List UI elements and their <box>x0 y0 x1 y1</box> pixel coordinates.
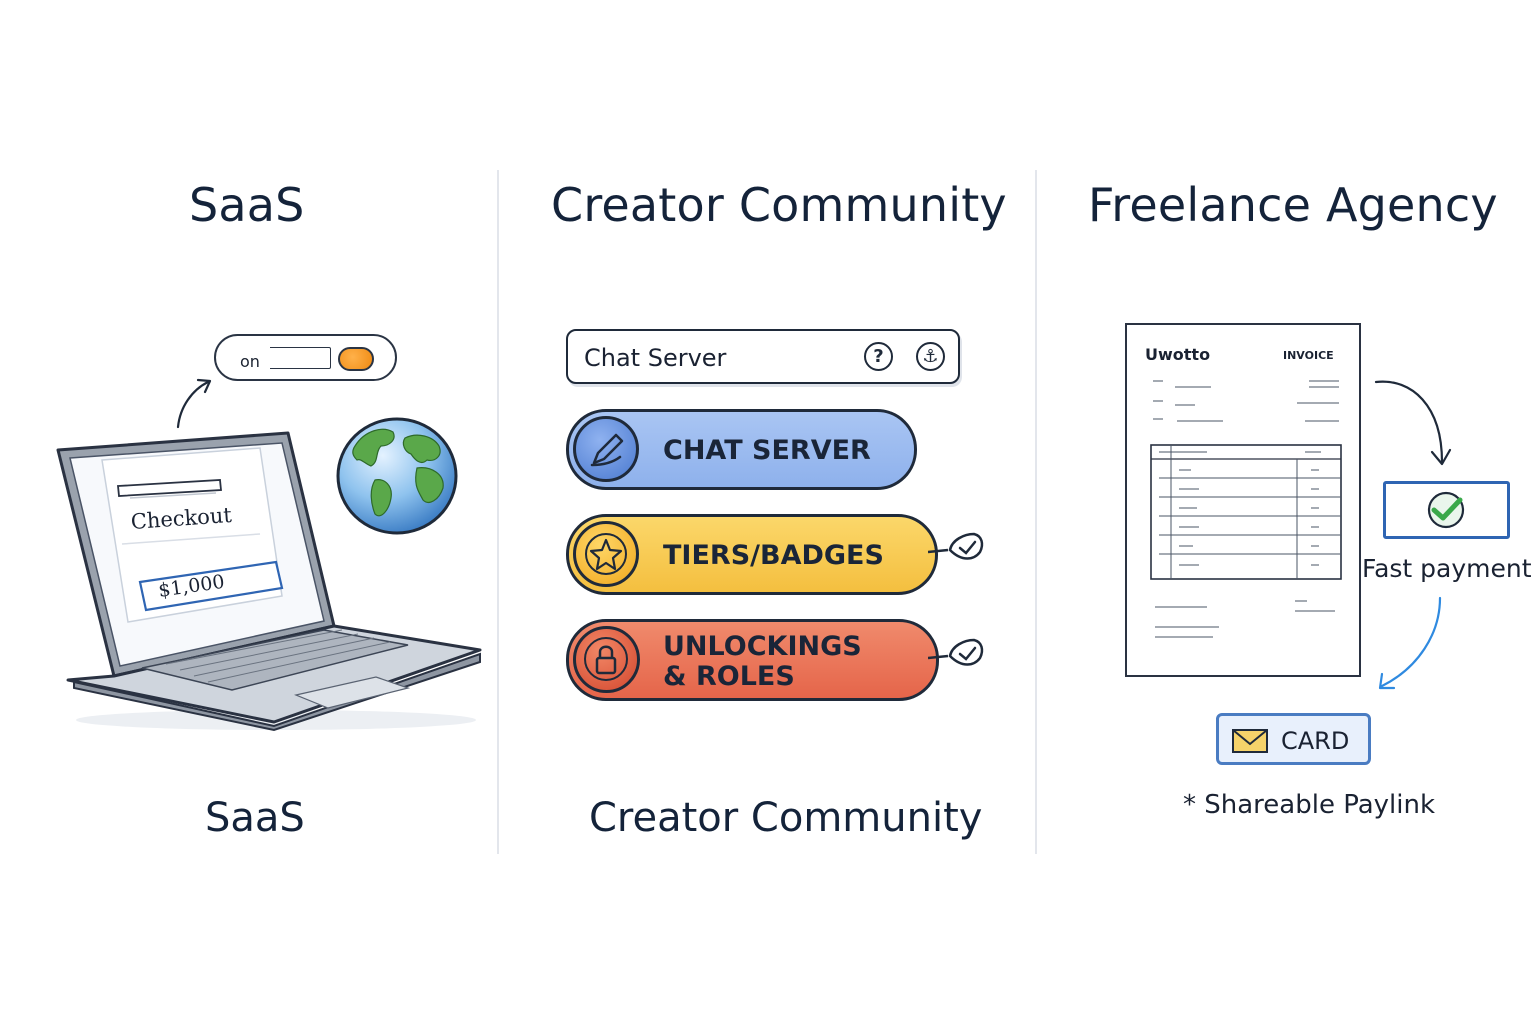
tiers-badges-pill[interactable]: TIERS/BADGES <box>566 514 938 595</box>
chat-server-input[interactable]: Chat Server ? ⚓ <box>566 329 960 384</box>
creator-caption: Creator Community <box>589 795 983 841</box>
help-icon[interactable]: ? <box>864 342 893 371</box>
check-circle-icon <box>1427 491 1465 529</box>
arrow-up-icon <box>176 378 212 429</box>
chat-server-pill-label: CHAT SERVER <box>663 435 871 466</box>
unlockings-pill-label-line2: & ROLES <box>663 661 795 692</box>
check-tag-icon <box>928 638 984 666</box>
toggle-label: on <box>240 352 260 371</box>
toggle-track <box>270 347 331 369</box>
toggle-knob[interactable] <box>338 347 374 371</box>
tiers-badges-pill-label: TIERS/BADGES <box>663 540 884 571</box>
invoice-brand: Uwotto <box>1145 345 1211 364</box>
card-button-label: CARD <box>1281 727 1350 755</box>
saas-caption: SaaS <box>205 795 305 841</box>
column-divider-2 <box>1035 170 1037 854</box>
column-divider-1 <box>497 170 499 854</box>
shareable-paylink-label: * Shareable Paylink <box>1183 790 1436 820</box>
anchor-icon[interactable]: ⚓ <box>916 342 945 371</box>
unlockings-roles-pill[interactable]: UNLOCKINGS & ROLES <box>566 619 939 701</box>
check-tag-icon <box>928 532 984 560</box>
fast-payment-label: Fast payment <box>1362 554 1532 583</box>
card-button[interactable]: CARD <box>1216 713 1371 765</box>
invoice-title: INVOICE <box>1283 349 1334 362</box>
star-icon <box>573 521 639 587</box>
payment-confirmed-box <box>1383 481 1510 539</box>
saas-title: SaaS <box>189 178 305 232</box>
unlockings-pill-label-line1: UNLOCKINGS <box>663 631 862 662</box>
envelope-icon <box>1232 729 1268 753</box>
chat-server-input-label: Chat Server <box>584 344 727 372</box>
freelance-title: Freelance Agency <box>1088 178 1498 232</box>
toggle-switch[interactable]: on <box>214 334 397 381</box>
invoice-document: Uwotto INVOICE <box>1125 323 1361 677</box>
globe-icon <box>336 417 458 535</box>
creator-title: Creator Community <box>551 178 1007 232</box>
lock-icon <box>573 626 640 693</box>
chat-server-pill[interactable]: CHAT SERVER <box>566 409 917 490</box>
checkout-form <box>101 447 284 623</box>
pen-icon <box>573 416 639 482</box>
arrow-down-icon <box>1374 380 1452 466</box>
arrow-blue-icon <box>1378 596 1442 690</box>
